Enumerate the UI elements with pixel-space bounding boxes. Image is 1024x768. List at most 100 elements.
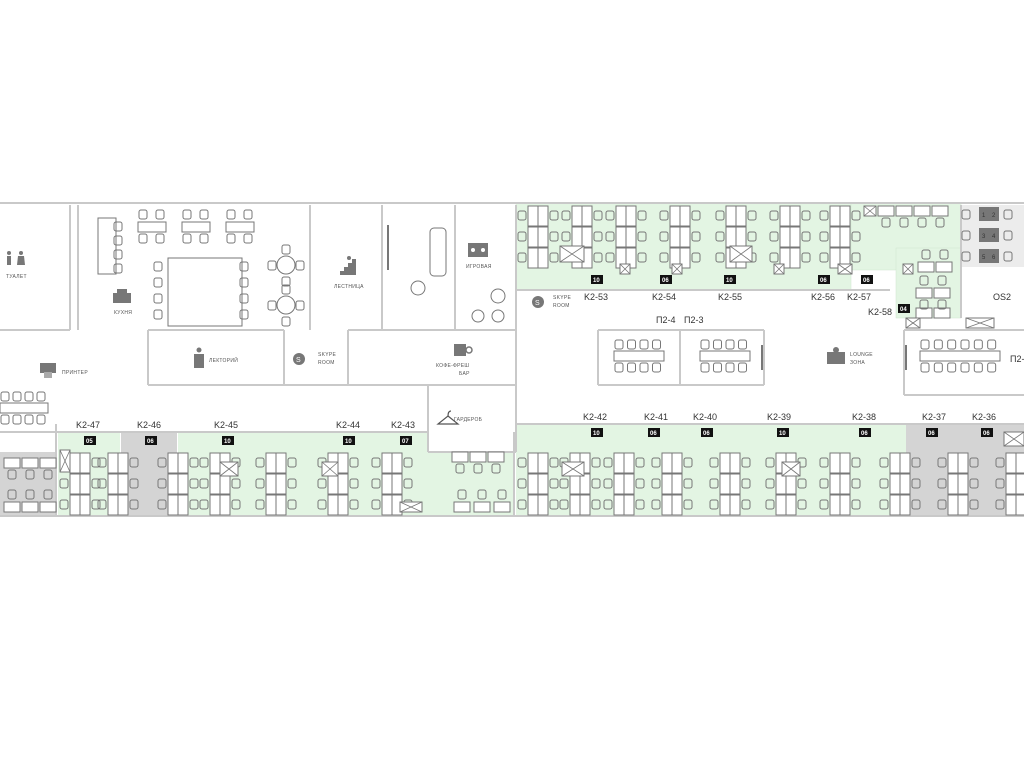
cabinet-box-line xyxy=(905,317,921,329)
desk xyxy=(899,473,911,495)
chair xyxy=(933,362,943,373)
chair xyxy=(226,233,236,244)
room-label-printer: ПРИНТЕР xyxy=(62,370,88,376)
desk xyxy=(79,473,91,495)
chair xyxy=(937,457,947,468)
cabinet-label-k2-57[interactable]: K2-57 xyxy=(847,292,871,302)
os-desk[interactable] xyxy=(979,207,989,221)
desk xyxy=(69,452,81,474)
cabinet-label-k2-55[interactable]: K2-55 xyxy=(718,292,742,302)
os-desk[interactable] xyxy=(989,249,999,263)
desk xyxy=(661,473,673,495)
cabinet-label-k2-54[interactable]: K2-54 xyxy=(652,292,676,302)
desk xyxy=(473,501,491,513)
chair xyxy=(24,414,34,425)
chair xyxy=(287,457,297,468)
chair xyxy=(138,209,148,220)
desk xyxy=(679,205,691,227)
desk xyxy=(167,494,179,516)
chair xyxy=(189,478,199,489)
os-desk[interactable] xyxy=(989,207,999,221)
cabinet-label-k2-45[interactable]: K2-45 xyxy=(214,420,238,430)
cabinet-label-k2-58[interactable]: K2-58 xyxy=(868,307,892,317)
os-desk[interactable] xyxy=(979,249,989,263)
chair xyxy=(987,362,997,373)
desk xyxy=(669,205,681,227)
cabinet-label-k2-46[interactable]: K2-46 xyxy=(137,420,161,430)
desk xyxy=(1015,452,1024,474)
chair xyxy=(129,499,139,510)
stool xyxy=(471,309,485,323)
meeting-room-label-p2-3[interactable]: П2-3 xyxy=(684,315,703,325)
desk xyxy=(829,473,841,495)
walls xyxy=(0,202,1024,517)
chair xyxy=(231,478,241,489)
cabinet-label-k2-38[interactable]: K2-38 xyxy=(852,412,876,422)
cabinet-box-line xyxy=(1003,431,1024,447)
desk xyxy=(537,473,549,495)
game-icon xyxy=(468,243,488,257)
seat-badge-text: 10 xyxy=(593,431,600,437)
cabinet-label-k2-41[interactable]: K2-41 xyxy=(644,412,668,422)
open-space-label[interactable]: OS2 xyxy=(993,292,1011,302)
cabinet-label-k2-47[interactable]: K2-47 xyxy=(76,420,100,430)
desk xyxy=(137,221,167,233)
cabinet-label-k2-36[interactable]: K2-36 xyxy=(972,412,996,422)
desk xyxy=(735,226,747,248)
cabinet-label-k2-44[interactable]: K2-44 xyxy=(336,420,360,430)
chair xyxy=(517,231,527,242)
desk xyxy=(117,452,129,474)
desk xyxy=(581,226,593,248)
os-desk[interactable] xyxy=(979,228,989,242)
cabinet-box-line xyxy=(773,263,785,275)
chair xyxy=(797,478,807,489)
desk xyxy=(527,205,539,227)
meeting-room-label-p2-x[interactable]: П2- xyxy=(1010,354,1024,364)
desk xyxy=(327,473,339,495)
chair xyxy=(199,233,209,244)
chair xyxy=(243,233,253,244)
desk xyxy=(117,473,129,495)
chair xyxy=(652,339,661,350)
desk xyxy=(775,494,787,516)
chair xyxy=(199,478,209,489)
chair xyxy=(255,457,265,468)
room-label-lectern: ЛЕКТОРИЙ xyxy=(209,356,238,364)
chair xyxy=(651,457,661,468)
desk xyxy=(469,451,487,463)
chair xyxy=(961,251,971,262)
desk xyxy=(613,494,625,516)
cabinet-labels: 10 K2-53 06 K2-54 10 K2-55 06 K2-56 06 K… xyxy=(76,275,1024,445)
desk xyxy=(265,473,277,495)
cabinet-label-k2-37[interactable]: K2-37 xyxy=(922,412,946,422)
desk xyxy=(79,452,91,474)
desk xyxy=(225,221,255,233)
cabinet-label-k2-40[interactable]: K2-40 xyxy=(693,412,717,422)
svg-text:S: S xyxy=(535,300,540,307)
stairs-icon xyxy=(340,256,356,275)
chair xyxy=(639,339,649,350)
cabinet-label-k2-39[interactable]: K2-39 xyxy=(767,412,791,422)
room-label-lounge-2: ЗОНА xyxy=(850,360,865,366)
cabinet-label-k2-56[interactable]: K2-56 xyxy=(811,292,835,302)
room-label-coffee-1: КОФЕ-ФРЕШ xyxy=(436,363,469,369)
desk xyxy=(21,457,39,469)
cabinet-label-k2-53[interactable]: K2-53 xyxy=(584,292,608,302)
cabinet-label-k2-43[interactable]: K2-43 xyxy=(391,420,415,430)
desk xyxy=(623,452,635,474)
desk xyxy=(615,226,627,248)
chair xyxy=(635,499,645,510)
cabinet-label-k2-42[interactable]: K2-42 xyxy=(583,412,607,422)
chair xyxy=(287,499,297,510)
os-desk[interactable] xyxy=(989,228,999,242)
desk xyxy=(79,494,91,516)
desk xyxy=(381,452,393,474)
desk xyxy=(839,473,851,495)
desk xyxy=(779,205,791,227)
armchair xyxy=(490,288,506,304)
chair xyxy=(129,457,139,468)
desk xyxy=(947,494,959,516)
meeting-room-label-p2-4[interactable]: П2-4 xyxy=(656,315,675,325)
desk xyxy=(623,494,635,516)
room-label-coffee-2: БАР xyxy=(459,371,470,377)
